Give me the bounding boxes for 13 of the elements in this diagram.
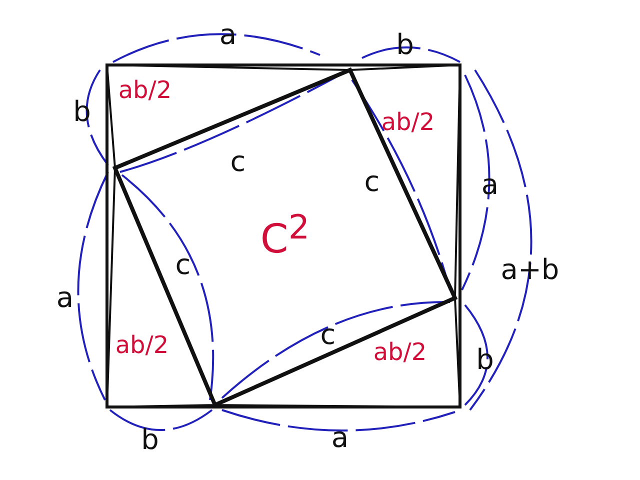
area-formula: ab/2 [118,78,172,102]
length-label: c [364,168,380,196]
length-label: a [331,424,349,452]
area-formula: ab/2 [381,110,435,134]
area-label: C$^{2}$ [260,210,310,260]
area-formula: ab/2 [373,340,427,364]
length-label: b [476,346,494,374]
length-label: b [141,426,159,454]
length-label: c [320,321,336,349]
length-label: a [56,284,74,312]
area-formula: ab/2 [115,333,169,357]
length-label: c [175,251,191,279]
length-label: c [230,148,246,176]
